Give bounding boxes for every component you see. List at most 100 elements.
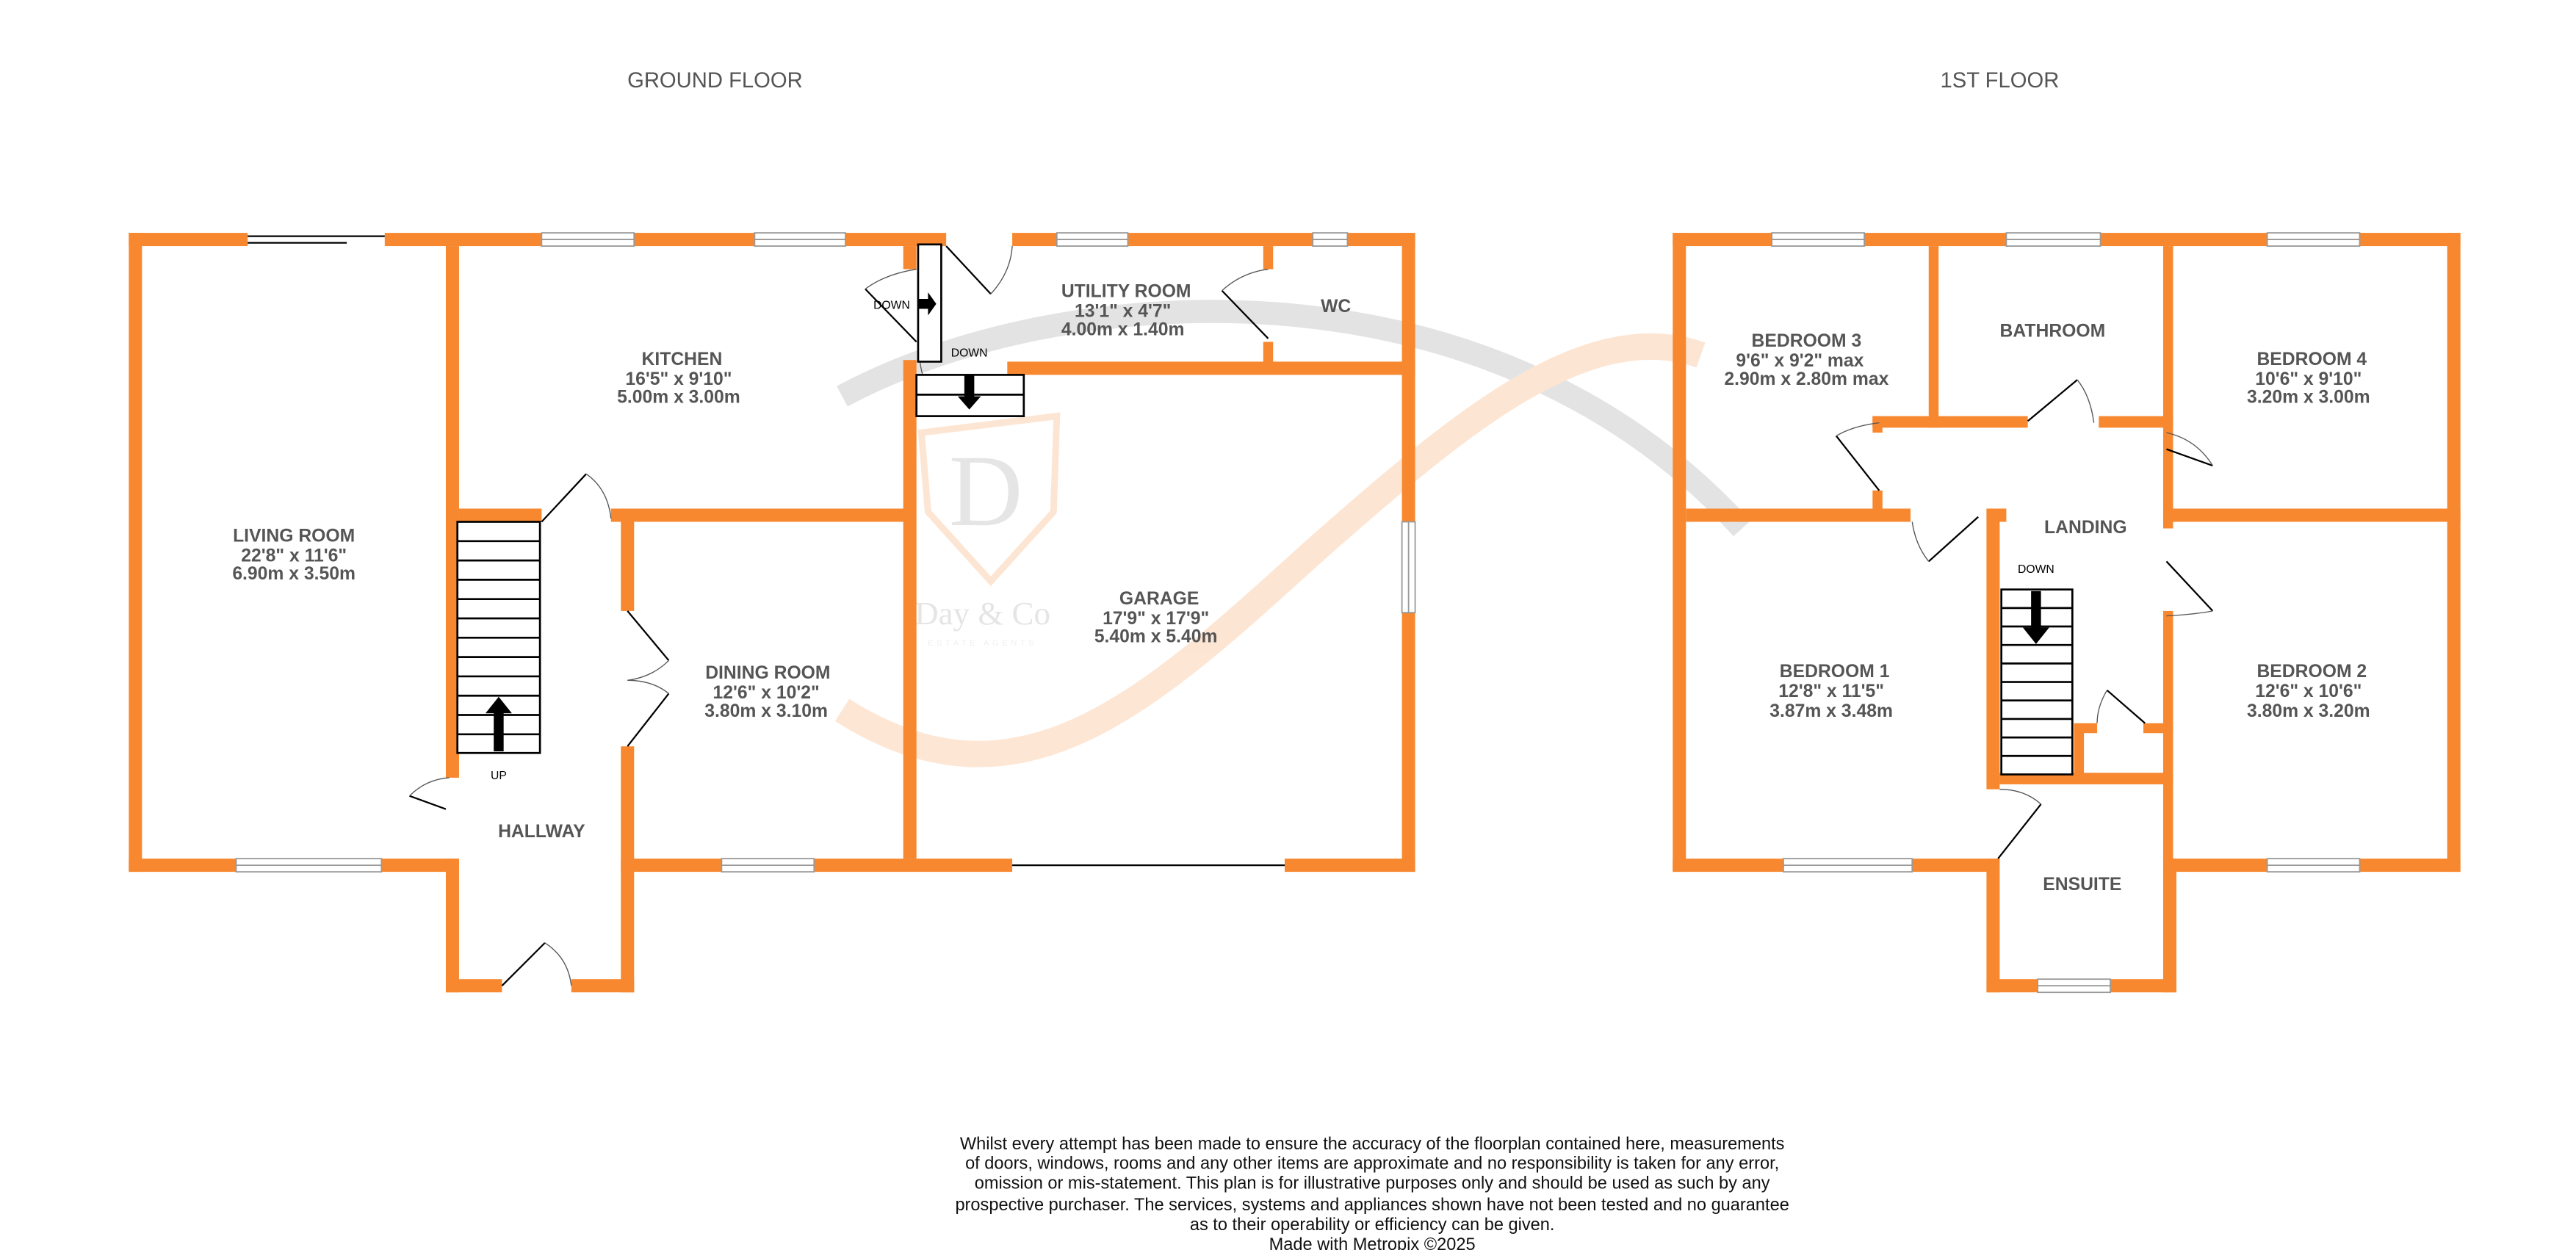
room-imperial: 17'9" x 17'9" [1103, 609, 1209, 629]
room-name: LIVING ROOM [233, 526, 355, 546]
door-leaf [501, 942, 546, 986]
wall [2162, 610, 2173, 859]
wall [458, 508, 542, 522]
door-leaf [1928, 516, 1979, 563]
room-metric: 3.87m x 3.48m [1769, 701, 1893, 721]
first-floor-title: 1ST FLOOR [1940, 69, 2059, 93]
room-ensuite: ENSUITE [2043, 875, 2121, 895]
wall [2143, 723, 2163, 734]
door-swing-arc [544, 942, 572, 986]
room-imperial: 12'8" x 11'5" [1778, 682, 1884, 701]
room-imperial: 12'6" x 10'2" [713, 683, 820, 703]
room-imperial: 10'6" x 9'10" [2255, 369, 2362, 389]
door-swing-arc [2077, 379, 2095, 423]
room-metric: 3.20m x 3.00m [2247, 388, 2370, 408]
watermark-brand: Day & Co [914, 595, 1050, 632]
room-imperial: 22'8" x 11'6" [241, 546, 347, 566]
wall [2162, 508, 2173, 529]
watermark-tagline: ESTATE AGENTS [928, 639, 1037, 648]
door-leaf [541, 473, 587, 523]
room-name: BEDROOM 3 [1752, 331, 1862, 351]
door-leaf [945, 245, 992, 295]
room-imperial: 9'6" x 9'2" max [1736, 351, 1864, 371]
wall [1285, 859, 1415, 873]
door-leaf [2106, 689, 2146, 724]
wall [903, 246, 917, 270]
door-leaf [2027, 379, 2078, 422]
door-swing-arc [627, 660, 669, 681]
stair-label-up: UP [491, 770, 507, 782]
room-garage: GARAGE 17'9" x 17'9" 5.40m x 5.40m [1094, 589, 1218, 647]
door-swing-arc [2096, 690, 2108, 723]
wall [621, 521, 635, 611]
door-swing-arc [1222, 268, 1269, 292]
disclaimer-line: omission or mis-statement. This plan is … [975, 1174, 1770, 1193]
arrow-down-icon [2022, 590, 2049, 644]
room-bedroom-4: BEDROOM 4 10'6" x 9'10" 3.20m x 3.00m [2247, 350, 2370, 408]
disclaimer-credit: Made with Metropix ©2025 [1269, 1235, 1476, 1250]
room-bedroom-1: BEDROOM 1 12'8" x 11'5" 3.87m x 3.48m [1769, 662, 1893, 721]
wall [2447, 233, 2461, 873]
wall [1999, 773, 2173, 784]
wall [610, 508, 907, 522]
door-leaf [1997, 803, 2042, 859]
wall [571, 979, 635, 993]
disclaimer-line: prospective purchaser. The services, sys… [955, 1196, 1789, 1215]
door-swing-arc [1999, 789, 2042, 805]
door-leaf [2165, 560, 2214, 612]
watermark: D Day & Co ESTATE AGENTS [834, 300, 1751, 767]
room-name: UTILITY ROOM [1061, 282, 1191, 302]
watermark-orange-swoosh [834, 333, 1706, 767]
door-swing-arc [1911, 521, 1930, 562]
room-name: GARAGE [1119, 589, 1199, 609]
room-bedroom-2: BEDROOM 2 12'6" x 10'6" 3.80m x 3.20m [2247, 662, 2370, 721]
wall [621, 746, 635, 859]
room-hallway: HALLWAY [498, 822, 585, 842]
windows [235, 232, 2361, 994]
room-landing: LANDING [2044, 518, 2127, 538]
watermark-gray-swoosh [837, 300, 1751, 537]
stair-label-down: DOWN [873, 299, 910, 311]
wall [384, 233, 947, 247]
room-metric: 2.90m x 2.80m max [1724, 369, 1888, 389]
wall [1686, 508, 1911, 522]
wall [2074, 723, 2098, 734]
room-imperial: 12'6" x 10'6" [2255, 682, 2362, 701]
door-swing-arc [2166, 610, 2213, 617]
wall [1872, 490, 1883, 522]
doors [409, 245, 2214, 986]
wall [445, 859, 459, 993]
room-utility: UTILITY ROOM 13'1" x 4'7" 4.00m x 1.40m [1061, 282, 1191, 340]
room-imperial: 16'5" x 9'10" [625, 369, 732, 389]
wall [1986, 859, 2000, 993]
door-leaf [627, 693, 670, 747]
disclaimer: Whilst every attempt has been made to en… [955, 1135, 1789, 1250]
door-leaf [1221, 289, 1269, 339]
wall [621, 859, 1013, 873]
door-leaf [1835, 435, 1880, 491]
room-metric: 3.80m x 3.20m [2247, 701, 2370, 721]
door-leaf [409, 795, 447, 810]
door-swing-arc [865, 268, 917, 290]
stair-label-down: DOWN [951, 347, 988, 360]
room-kitchen: KITCHEN 16'5" x 9'10" 5.00m x 3.00m [617, 350, 740, 408]
wall [445, 246, 459, 778]
door-swing-arc [585, 473, 612, 519]
room-name: BEDROOM 4 [2256, 350, 2367, 369]
watermark-initial: D [949, 435, 1023, 548]
wall [2074, 726, 2085, 776]
room-bedroom-3: BEDROOM 3 9'6" x 9'2" max 2.90m x 2.80m … [1724, 331, 1888, 389]
door-swing-arc [627, 679, 669, 694]
stair-arrows [485, 292, 2049, 751]
room-name: BEDROOM 2 [2256, 662, 2367, 682]
room-wc: WC [1321, 297, 1351, 317]
door-leaf [865, 288, 917, 343]
room-bathroom: BATHROOM [2000, 322, 2106, 342]
wall [1401, 613, 1415, 873]
wall [2099, 416, 2173, 428]
room-metric: 4.00m x 1.40m [1061, 319, 1185, 339]
wall [2162, 246, 2173, 522]
room-name: KITCHEN [642, 350, 723, 369]
wall [2162, 859, 2176, 993]
disclaimer-line: Whilst every attempt has been made to en… [960, 1135, 1785, 1154]
